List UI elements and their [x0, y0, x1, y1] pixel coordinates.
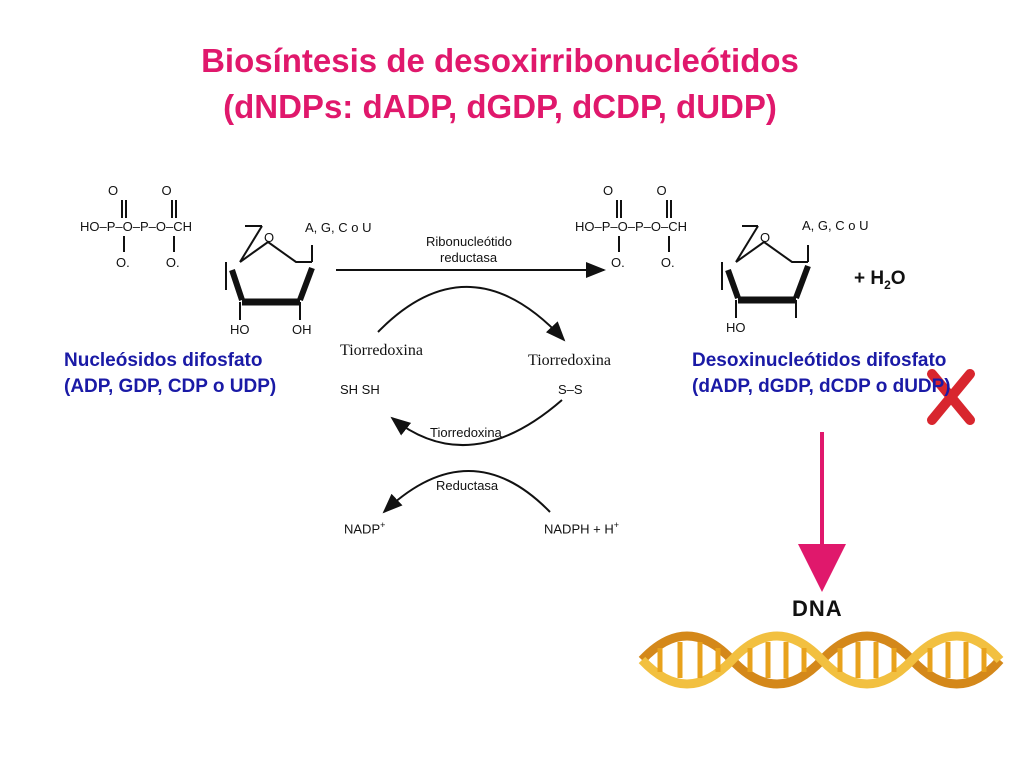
thioredoxin-reduced-groups: SH SH	[340, 382, 380, 397]
oxygen-label: O O	[108, 183, 172, 198]
dna-label: DNA	[792, 596, 843, 621]
oxygen-anion-label: O. O.	[116, 255, 180, 270]
substrate-2-hydroxyl: HO	[230, 322, 250, 337]
substrate-caption: Nucleósidos difosfato (ADP, GDP, CDP o U…	[64, 348, 276, 400]
thioredoxin-arc-middle	[390, 399, 563, 446]
product-structure	[616, 200, 811, 318]
product-hydroxyl: HO	[726, 320, 746, 335]
substrate-structure	[121, 200, 315, 320]
title-line-2: (dNDPs: dADP, dGDP, dCDP, dUDP)	[223, 88, 777, 125]
substrate-caption-line-2: (ADP, GDP, CDP o UDP)	[64, 376, 277, 397]
thioredoxin-arc-top	[377, 286, 566, 342]
thioredoxin-reduced-label: Tiorredoxina	[340, 342, 423, 359]
product-caption-line-2: (dADP, dGDP, dCDP o dUDP)	[692, 376, 951, 397]
cross-mark-icon	[927, 369, 975, 425]
nadph-label: NADPH + H+	[544, 520, 619, 537]
reductase-name-line-1: Tiorredoxina	[430, 425, 502, 440]
product-oxygen-anion-label: O. O.	[611, 255, 675, 270]
substrate-bases: A, G, C o U	[305, 220, 372, 235]
substrate-3-hydroxyl: OH	[292, 322, 312, 337]
slide-title: Biosíntesis de desoxirribonucleótidos (d…	[0, 38, 1000, 130]
product-bases: A, G, C o U	[802, 218, 869, 233]
product-caption: Desoxinucleótidos difosfato (dADP, dGDP,…	[692, 348, 951, 400]
product-ring-oxygen-label: O	[760, 230, 771, 245]
reductase-name-line-2: Reductasa	[436, 478, 499, 493]
product-phosphate-chain: HO–P–O–P–O–CH	[575, 219, 687, 234]
dna-helix-icon	[638, 631, 1004, 689]
title-line-1: Biosíntesis de desoxirribonucleótidos	[201, 42, 799, 79]
thioredoxin-oxidized-groups: S–S	[558, 382, 583, 397]
ring-oxygen-label: O	[264, 230, 275, 245]
product-oxygen-label: O O	[603, 183, 667, 198]
water-label: + H2O	[854, 268, 906, 292]
substrate-caption-line-1: Nucleósidos difosfato	[64, 350, 263, 371]
enzyme-name-line-2: reductasa	[440, 250, 498, 265]
product-caption-line-1: Desoxinucleótidos difosfato	[692, 350, 947, 371]
nadph-arc	[382, 470, 551, 514]
enzyme-name-line-1: Ribonucleótido	[426, 234, 513, 249]
nadp-label: NADP+	[344, 520, 386, 537]
substrate-phosphate-chain: HO–P–O–P–O–CH	[80, 219, 192, 234]
thioredoxin-oxidized-label: Tiorredoxina	[528, 352, 611, 369]
